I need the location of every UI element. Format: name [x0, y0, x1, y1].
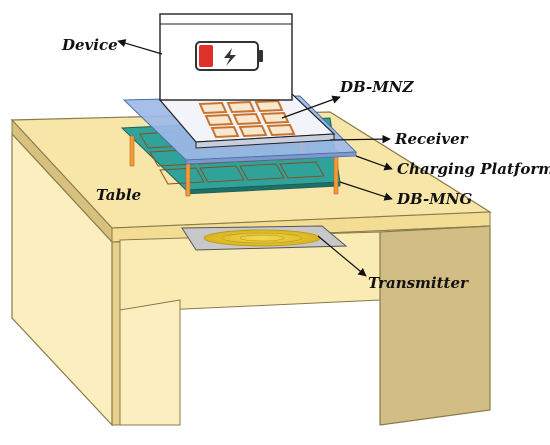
- annotation-table: Table: [96, 186, 141, 204]
- arrow-transmitter: [317, 235, 367, 277]
- label-device: Device: [61, 36, 118, 54]
- table-leg-front-left: [111, 241, 121, 426]
- annotation-transmitter: Transmitter: [317, 235, 469, 292]
- db-mnz-unit-cells: [198, 99, 296, 139]
- pillar: [185, 159, 191, 197]
- annotation-db-mnz: DB-MNZ: [281, 78, 415, 119]
- arrow-db-mng: [339, 181, 393, 201]
- arrow-receiver: [329, 134, 391, 144]
- label-charging-platform: Charging Platform: [397, 160, 550, 178]
- table-leg-front-right: [379, 225, 491, 426]
- label-transmitter: Transmitter: [368, 274, 469, 292]
- label-db-mng: DB-MNG: [396, 190, 473, 208]
- transmitter: [181, 225, 348, 251]
- annotation-receiver: Receiver: [329, 130, 469, 148]
- arrow-db-mnz: [281, 95, 341, 119]
- table-leg-left-side: [11, 132, 113, 427]
- label-db-mnz: DB-MNZ: [339, 78, 415, 96]
- annotation-db-mng: DB-MNG: [339, 181, 473, 208]
- transmitter-coil: [203, 229, 321, 247]
- arrow-charging-platform: [355, 155, 393, 171]
- label-table: Table: [96, 186, 141, 204]
- annotation-device: Device: [61, 36, 163, 55]
- device: [158, 13, 336, 149]
- label-receiver: Receiver: [394, 130, 469, 148]
- annotation-charging-platform: Charging Platform: [355, 155, 550, 178]
- arrow-device: [117, 39, 163, 55]
- table-leg-bottom-left: [119, 299, 181, 426]
- pillar: [129, 135, 135, 167]
- battery-low-charging-icon: [195, 41, 263, 71]
